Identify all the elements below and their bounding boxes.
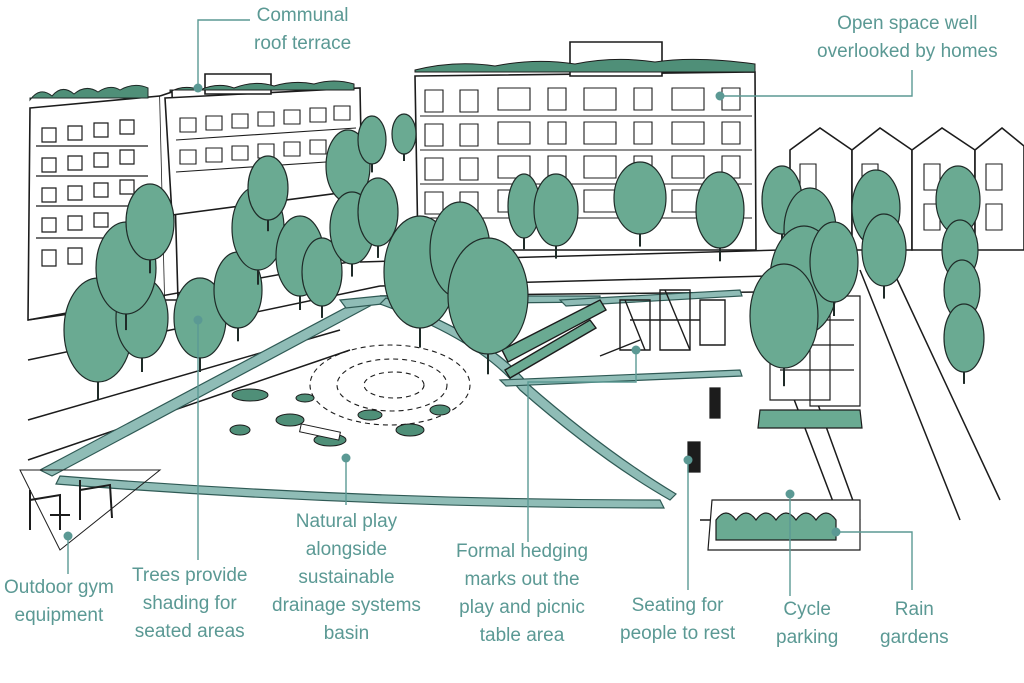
label-cycle-parking: Cycle parking [776,596,838,652]
label-line: alongside [305,539,388,560]
label-outdoor-gym: Outdoor gym equipment [4,574,114,630]
label-rain-gardens: Rain gardens [880,596,949,652]
gym-equipment [19,469,162,551]
tree-canopy [809,221,859,303]
play-and-hedging [501,289,726,379]
label-line: people to rest [620,623,736,644]
tree-canopy [943,303,985,373]
label-line: Seating for [631,595,724,616]
label-line: drainage systems [272,595,421,616]
tree-canopy [301,237,343,307]
label-line: sustainable [298,567,395,588]
natural-play-logs [229,388,451,447]
label-line: equipment [14,605,104,626]
label-seating: Seating for people to rest [620,592,735,648]
label-line: overlooked by homes [817,41,998,62]
trees [63,113,985,401]
label-line: play and picnic [459,597,585,618]
label-line: Trees provide [132,565,248,586]
tree-canopy [357,115,387,165]
tree-canopy [447,237,529,355]
drainage-basin [309,344,471,426]
label-trees-shading: Trees provide shading for seated areas [132,562,247,646]
callout-leaders [67,19,913,596]
label-line: Cycle [783,599,831,620]
tree-canopy [247,155,289,221]
label-line: basin [323,623,370,644]
label-line: shading for [142,593,237,614]
label-line: roof terrace [254,33,352,54]
label-formal-hedging: Formal hedging marks out the play and pi… [456,538,588,650]
label-line: marks out the [464,569,580,590]
left-roof-greenery [29,84,149,102]
tree-canopy [357,177,399,247]
tree-canopy [749,263,819,369]
mid-left-building [164,73,363,216]
tree-canopy [613,161,667,235]
callout-dots [63,83,841,541]
tree-canopy [695,171,745,249]
label-line: seated areas [134,621,245,642]
label-line: gardens [880,627,949,648]
label-line: Communal [256,5,349,26]
label-communal-roof-terrace: Communal roof terrace [254,2,351,58]
label-line: table area [479,625,565,646]
label-line: Formal hedging [456,541,589,562]
label-line: parking [776,627,839,648]
label-line: Natural play [295,511,398,532]
tree-canopy [533,173,579,247]
tree-canopy [391,113,417,155]
tree-canopy [861,213,907,287]
center-apartment-block [414,41,757,251]
label-open-space: Open space well overlooked by homes [817,10,998,66]
label-natural-play: Natural play alongside sustainable drain… [272,508,421,648]
label-line: Rain [894,599,934,620]
tree-canopy [125,183,175,261]
label-line: Open space well [837,13,978,34]
label-line: Outdoor gym [4,577,114,598]
